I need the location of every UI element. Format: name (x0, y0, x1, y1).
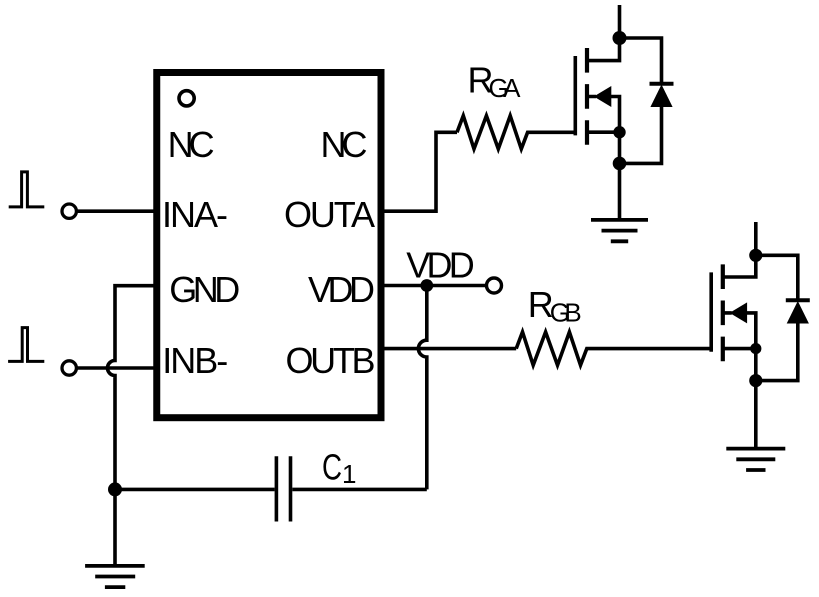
svg-text:GB: GB (550, 298, 582, 328)
svg-text:C: C (322, 446, 342, 487)
svg-text:GND: GND (169, 269, 240, 310)
svg-text:OUTB: OUTB (286, 340, 376, 381)
svg-text:R: R (468, 60, 494, 101)
svg-text:VDD: VDD (308, 269, 375, 310)
svg-text:VDD: VDD (406, 244, 475, 285)
svg-text:INA-: INA- (162, 194, 228, 235)
svg-text:R: R (528, 284, 554, 325)
svg-text:OUTA: OUTA (284, 194, 375, 235)
svg-text:NC: NC (168, 124, 215, 165)
svg-text:NC: NC (321, 124, 368, 165)
svg-text:INB-: INB- (162, 340, 228, 381)
svg-text:1: 1 (342, 459, 356, 489)
svg-text:GA: GA (489, 73, 522, 103)
